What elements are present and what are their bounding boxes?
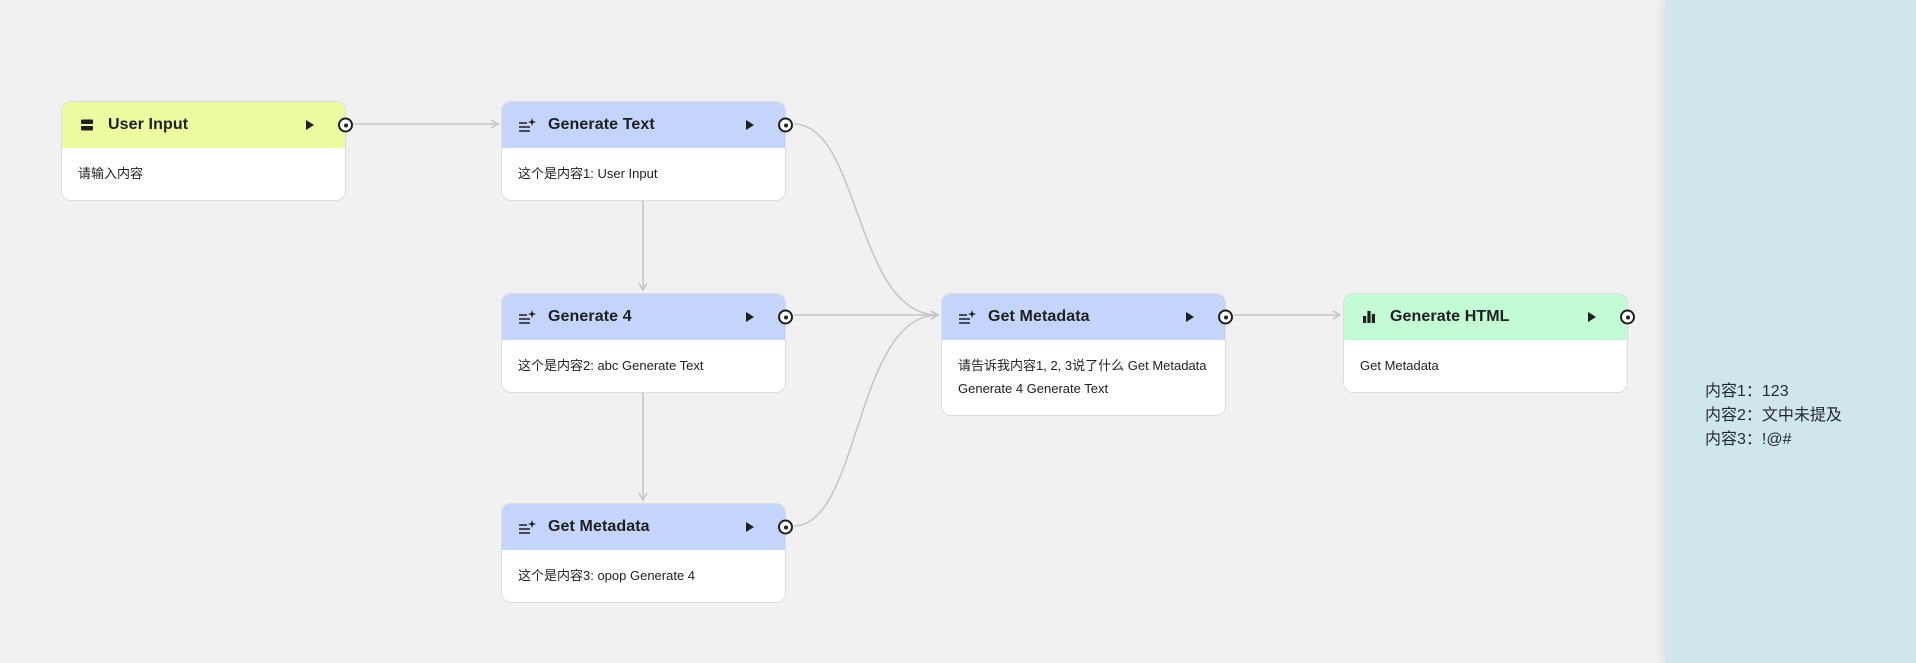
output-text: 内容1：123 内容2：文中未提及 内容3：!@# — [1705, 380, 1842, 452]
output-sidebar: 内容1：123 内容2：文中未提及 内容3：!@# — [1665, 0, 1916, 663]
node-title: Generate Text — [548, 116, 655, 133]
node-header[interactable]: Get Metadata — [502, 504, 793, 550]
node-get-metadata-1[interactable]: Get Metadata 这个是内容3: opop Generate 4 — [501, 503, 793, 603]
output-port[interactable] — [778, 309, 793, 325]
run-icon[interactable] — [303, 118, 317, 132]
node-body: 这个是内容1: User Input — [518, 166, 658, 181]
node-generate-html[interactable]: Generate HTML Get Metadata — [1343, 293, 1635, 393]
output-port[interactable] — [778, 519, 793, 535]
node-body: 这个是内容2: abc Generate Text — [518, 358, 704, 373]
node-body: Get Metadata — [1360, 358, 1439, 373]
generate-text-icon — [518, 518, 536, 536]
output-port[interactable] — [338, 117, 353, 133]
node-title: Get Metadata — [548, 518, 650, 535]
output-port[interactable] — [778, 117, 793, 133]
edge-generatetext-to-getmetadata2 — [793, 123, 940, 320]
run-icon[interactable] — [1585, 310, 1599, 324]
node-header[interactable]: Generate Text — [502, 102, 793, 148]
node-title: Generate 4 — [548, 308, 632, 325]
run-icon[interactable] — [743, 118, 757, 132]
generate-text-icon — [958, 308, 976, 326]
generate-text-icon — [518, 308, 536, 326]
edge-getmetadata1-to-getmetadata2 — [793, 310, 940, 527]
input-icon — [78, 116, 96, 134]
node-generate-4[interactable]: Generate 4 这个是内容2: abc Generate Text — [501, 293, 793, 393]
output-line-3: 内容3：!@# — [1705, 431, 1792, 448]
generate-text-icon — [518, 116, 536, 134]
node-generate-text[interactable]: Generate Text 这个是内容1: User Input — [501, 101, 793, 201]
flow-canvas[interactable]: User Input 请输入内容 Generate Text 这个是内容1: U… — [0, 0, 1665, 663]
run-icon[interactable] — [743, 520, 757, 534]
node-body: 这个是内容3: opop Generate 4 — [518, 568, 696, 583]
run-icon[interactable] — [743, 310, 757, 324]
output-line-1: 内容1：123 — [1705, 383, 1789, 400]
output-port[interactable] — [1620, 309, 1635, 325]
node-title: User Input — [108, 116, 189, 133]
node-body: 请告诉我内容1, 2, 3说了什么 Get Metadata Generate … — [958, 358, 1207, 396]
node-header[interactable]: Generate 4 — [502, 294, 793, 340]
node-get-metadata-2[interactable]: Get Metadata 请告诉我内容1, 2, 3说了什么 Get Metad… — [941, 293, 1233, 416]
node-header[interactable]: Get Metadata — [942, 294, 1233, 340]
node-header[interactable]: User Input — [62, 102, 353, 148]
edges-layer — [353, 119, 1342, 527]
node-user-input[interactable]: User Input 请输入内容 — [61, 101, 353, 201]
node-header[interactable]: Generate HTML — [1344, 294, 1635, 340]
run-icon[interactable] — [1183, 310, 1197, 324]
node-title: Get Metadata — [988, 308, 1090, 325]
output-line-2: 内容2：文中未提及 — [1705, 407, 1842, 424]
node-title: Generate HTML — [1390, 308, 1510, 325]
output-port[interactable] — [1218, 309, 1233, 325]
node-body: 请输入内容 — [78, 166, 144, 181]
chart-icon — [1360, 308, 1378, 326]
